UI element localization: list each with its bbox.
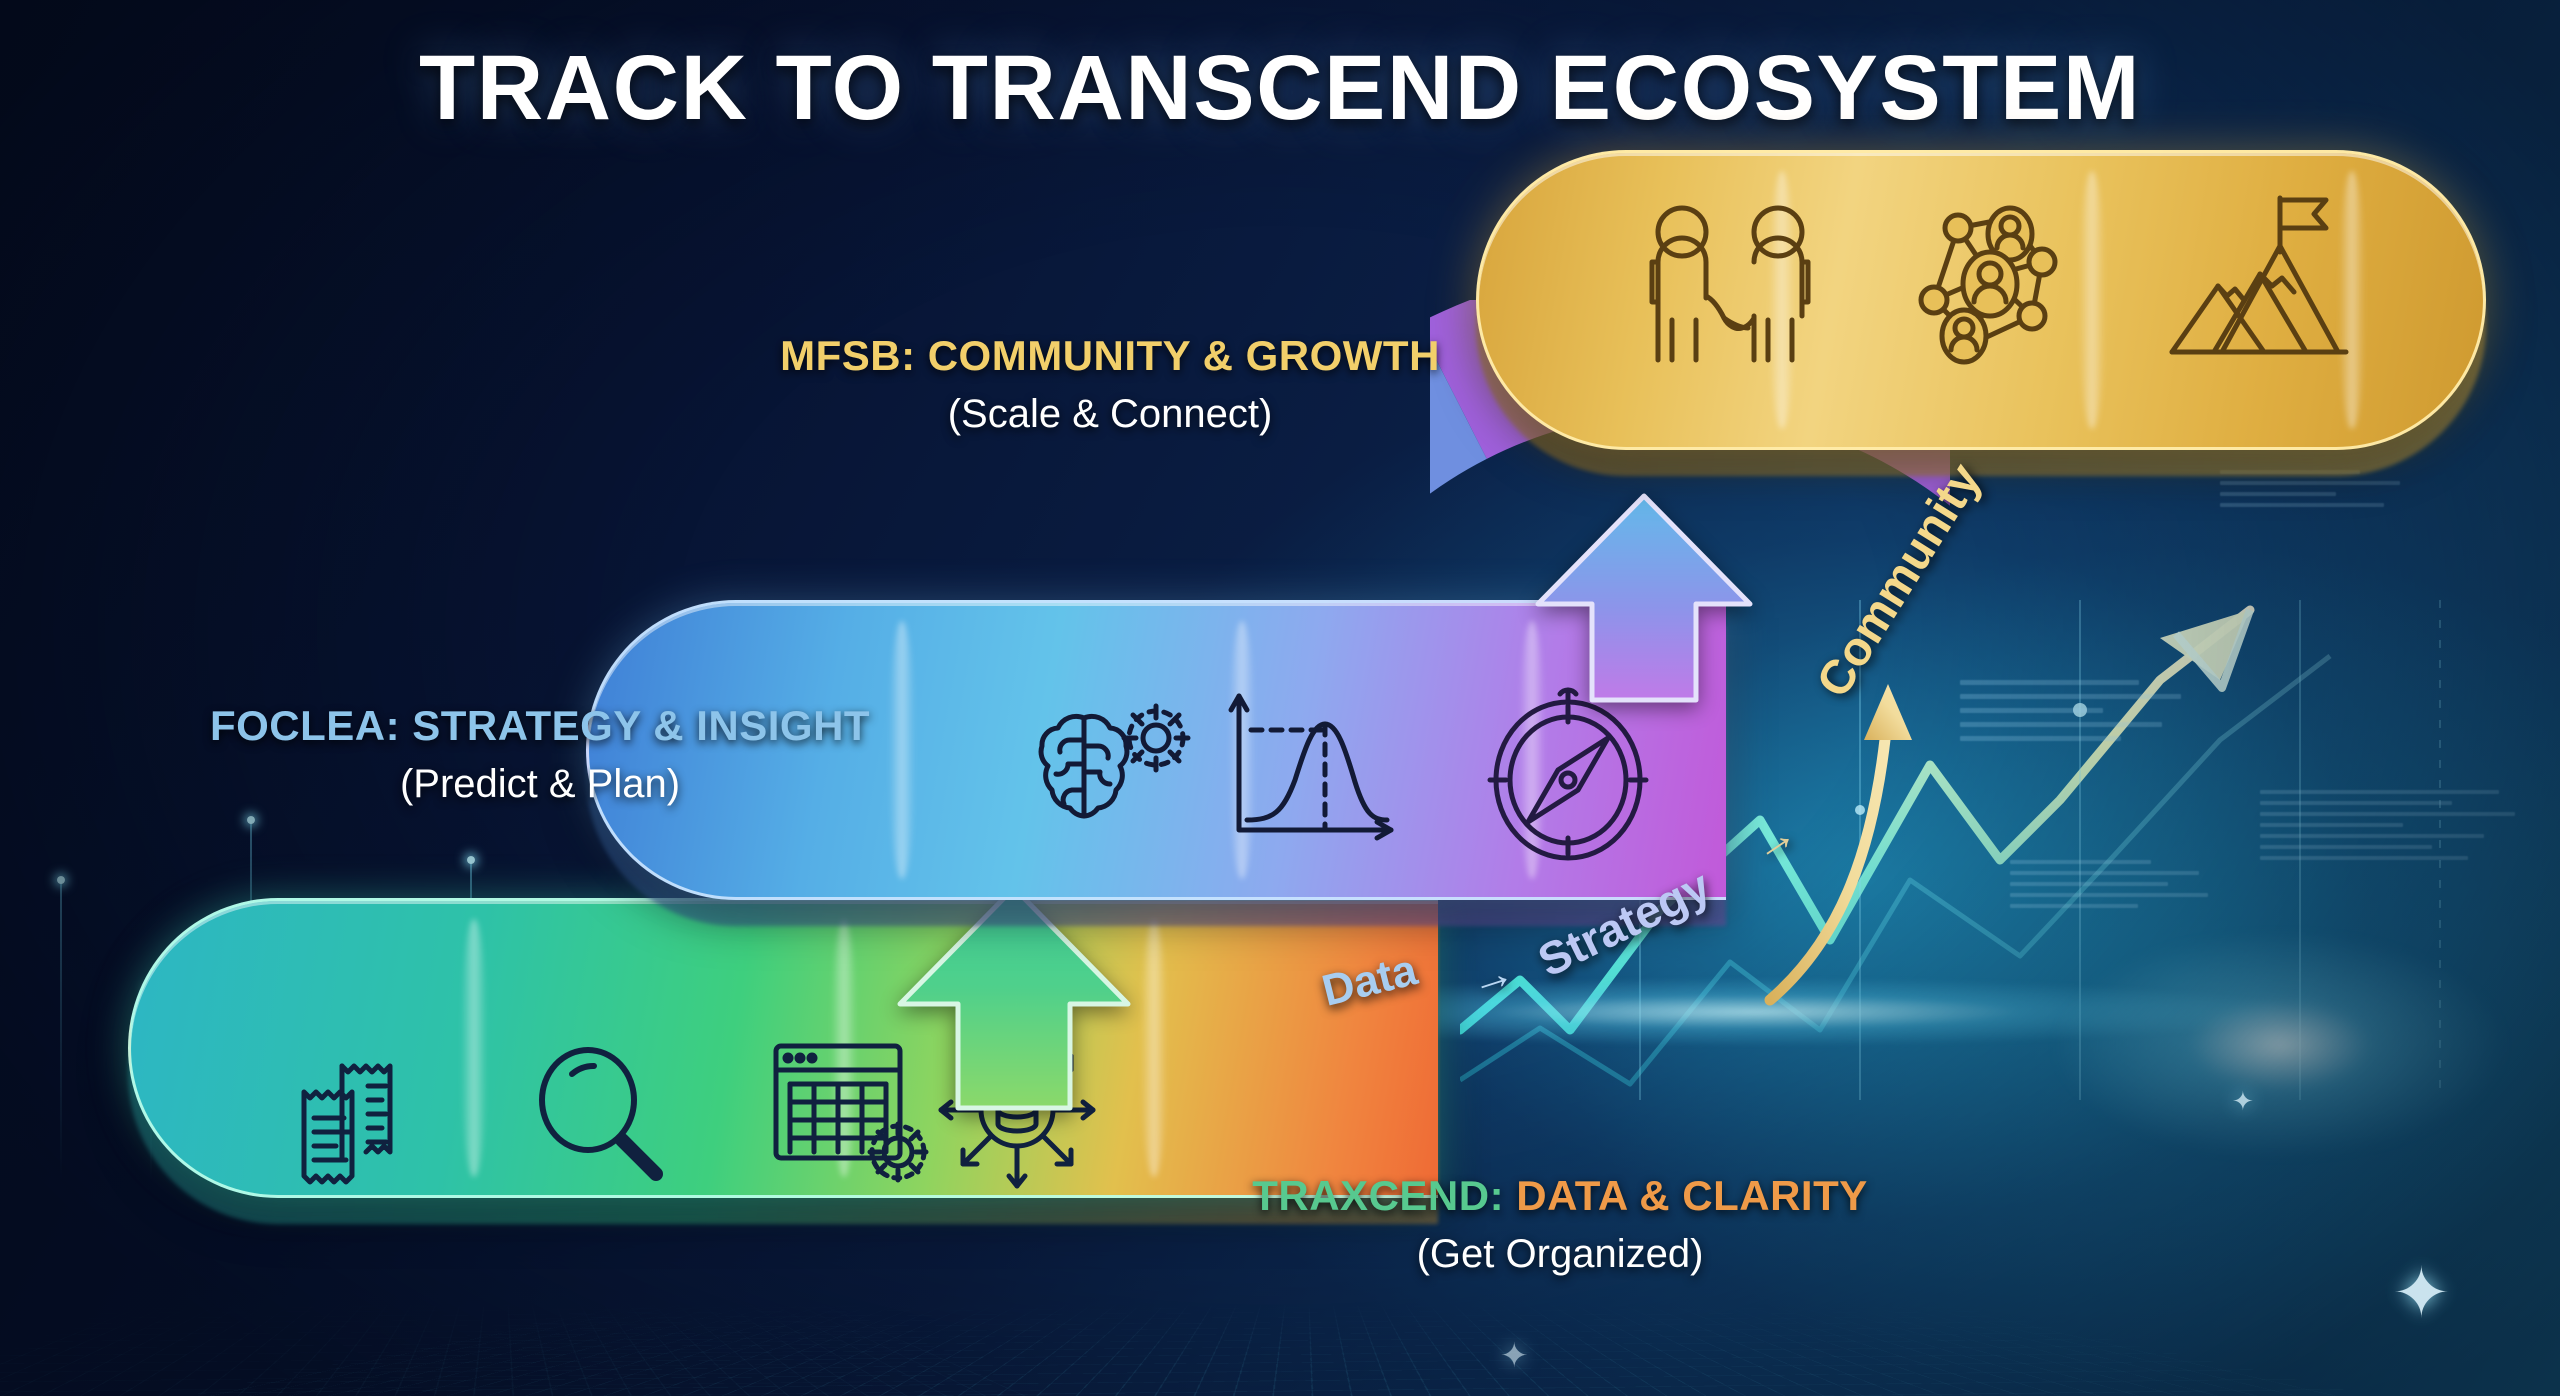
sparkle-icon: ✦ [2392, 1254, 2451, 1332]
tier-subheading-foclea: (Predict & Plan) [399, 762, 681, 806]
handshake-people-icon [1630, 200, 1830, 365]
tier-subheading-mfsb: (Scale & Connect) [947, 392, 1273, 436]
tier-heading-traxcend: TRAXCEND: DATA & CLARITY [1060, 1172, 2060, 1220]
tier-label-mfsb: MFSB: COMMUNITY & GROWTH (Scale & Connec… [560, 332, 1660, 437]
people-network-icon [1900, 192, 2080, 372]
magnifying-glass-icon [530, 1044, 675, 1194]
arrow-foclea-to-mfsb [1535, 493, 1753, 703]
receipts-documents-icon [290, 1052, 420, 1192]
sparkle-icon: ✦ [2232, 1086, 2254, 1116]
mountain-flag-icon [2160, 180, 2355, 375]
brain-gear-icon [1022, 690, 1197, 855]
compass-icon [1480, 676, 1655, 866]
bell-curve-chart-icon [1225, 690, 1400, 860]
sparkle-icon: ✦ [1500, 1337, 1529, 1375]
tier-subheading-traxcend: (Get Organized) [1416, 1232, 1704, 1276]
page-title: TRACK TO TRANSCEND ECOSYSTEM [419, 37, 2141, 139]
tier-label-traxcend: TRAXCEND: DATA & CLARITY (Get Organized) [1060, 1172, 2060, 1277]
spreadsheet-gear-icon [770, 1038, 935, 1193]
tier-heading-foclea: FOCLEA: STRATEGY & INSIGHT [209, 702, 871, 749]
ribbon-traxcend [128, 898, 1438, 1224]
tier-heading-traxcend-theme: DATA & CLARITY [1516, 1172, 1868, 1219]
tier-label-foclea: FOCLEA: STRATEGY & INSIGHT (Predict & Pl… [0, 702, 1090, 807]
tier-heading-traxcend-brand: TRAXCEND: [1252, 1172, 1505, 1219]
arrow-traxcend-to-foclea [897, 885, 1131, 1111]
tier-heading-mfsb: MFSB: COMMUNITY & GROWTH [780, 332, 1440, 379]
